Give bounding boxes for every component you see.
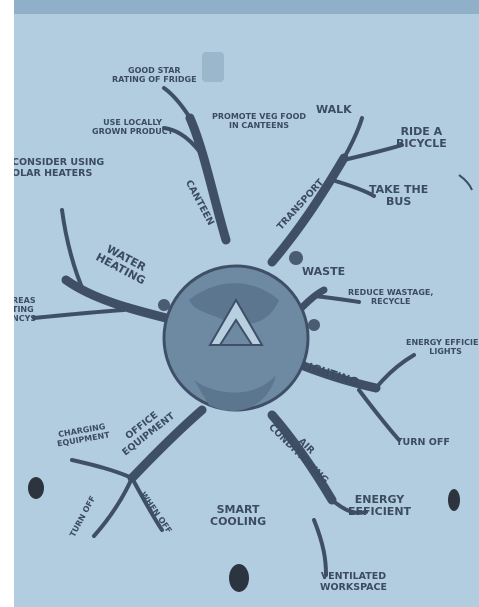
leaf-energy-efficient-lights: ENERGY EFFICIEN LIGHTS — [406, 338, 479, 356]
branch-waste: WASTE — [302, 266, 345, 278]
leaf-promote-veg-food: PROMOTE VEG FOOD IN CANTEENS — [212, 112, 306, 130]
poster-board: CANTEEN TRANSPORT WASTE LIGHTING AIR CON… — [14, 0, 479, 607]
leaf-ride-a-bicycle: RIDE A BICYCLE — [396, 126, 447, 150]
leaf-reduce-wastage: REDUCE WASTAGE, RECYCLE — [348, 288, 433, 306]
leaf-consider-solar-heaters: CONSIDER USING OLAR HEATERS — [14, 158, 104, 179]
leaf-energy-efficient: ENERGY EFFICIENT — [348, 494, 411, 518]
leaf-use-locally-grown: USE LOCALLY GROWN PRODUCT — [92, 118, 173, 136]
leaf-smart-cooling: SMART COOLING — [210, 504, 266, 528]
leaf-walk: WALK — [316, 104, 352, 116]
leaf-good-star-rating: GOOD STAR RATING OF FRIDGE — [112, 66, 197, 84]
leaf-ventilated-workspace: VENTILATED WORKSPACE — [320, 572, 387, 593]
leaf-turn-off-lights: TURN OFF — [396, 438, 450, 449]
leaf-take-the-bus: TAKE THE BUS — [369, 184, 428, 208]
leaf-left-fragment: REAS TING NCYS — [14, 296, 36, 323]
